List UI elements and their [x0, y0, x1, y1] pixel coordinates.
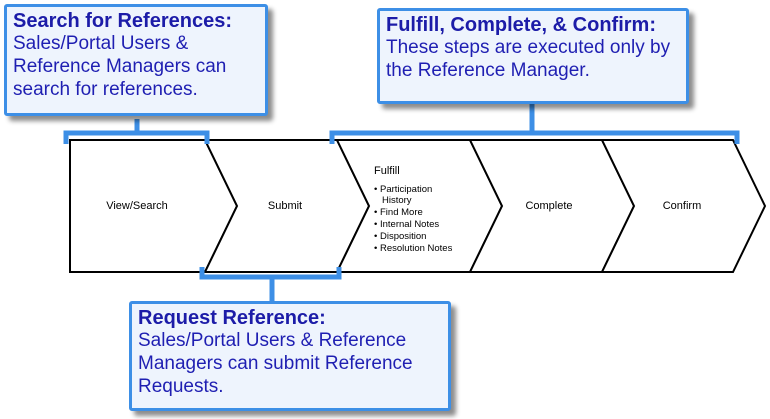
- callout-fulfill-complete-confirm: Fulfill, Complete, & Confirm: These step…: [377, 8, 689, 104]
- list-item: •Resolution Notes: [374, 243, 453, 254]
- callout-request-title: Request Reference:: [138, 307, 326, 329]
- callout-fulfill-title: Fulfill, Complete, & Confirm:: [386, 14, 656, 36]
- callout-search-title: Search for References:: [13, 10, 232, 32]
- step-label-submit: Submit: [267, 200, 303, 212]
- list-item: •Find More: [374, 207, 423, 218]
- bracket-fulfill: [329, 104, 740, 144]
- step-label-view-search: View/Search: [106, 200, 168, 212]
- callout-request-body: Sales/Portal Users & Reference Managers …: [138, 330, 413, 397]
- step-label-complete: Complete: [525, 200, 573, 212]
- callout-search-body: Sales/Portal Users & Reference Managers …: [13, 33, 227, 100]
- chevron-confirm: [600, 139, 767, 273]
- bracket-search: [63, 119, 210, 144]
- bracket-request: [199, 267, 342, 301]
- step-label-confirm: Confirm: [662, 200, 702, 212]
- callout-request-reference: Request Reference: Sales/Portal Users & …: [129, 301, 451, 411]
- list-item: •Internal Notes: [374, 219, 440, 230]
- list-item: •Disposition: [374, 231, 427, 242]
- callout-search-references: Search for References: Sales/Portal User…: [4, 4, 268, 116]
- step-label-fulfill: Fulfill: [374, 165, 400, 177]
- callout-fulfill-body: These steps are executed only by the Ref…: [386, 37, 671, 81]
